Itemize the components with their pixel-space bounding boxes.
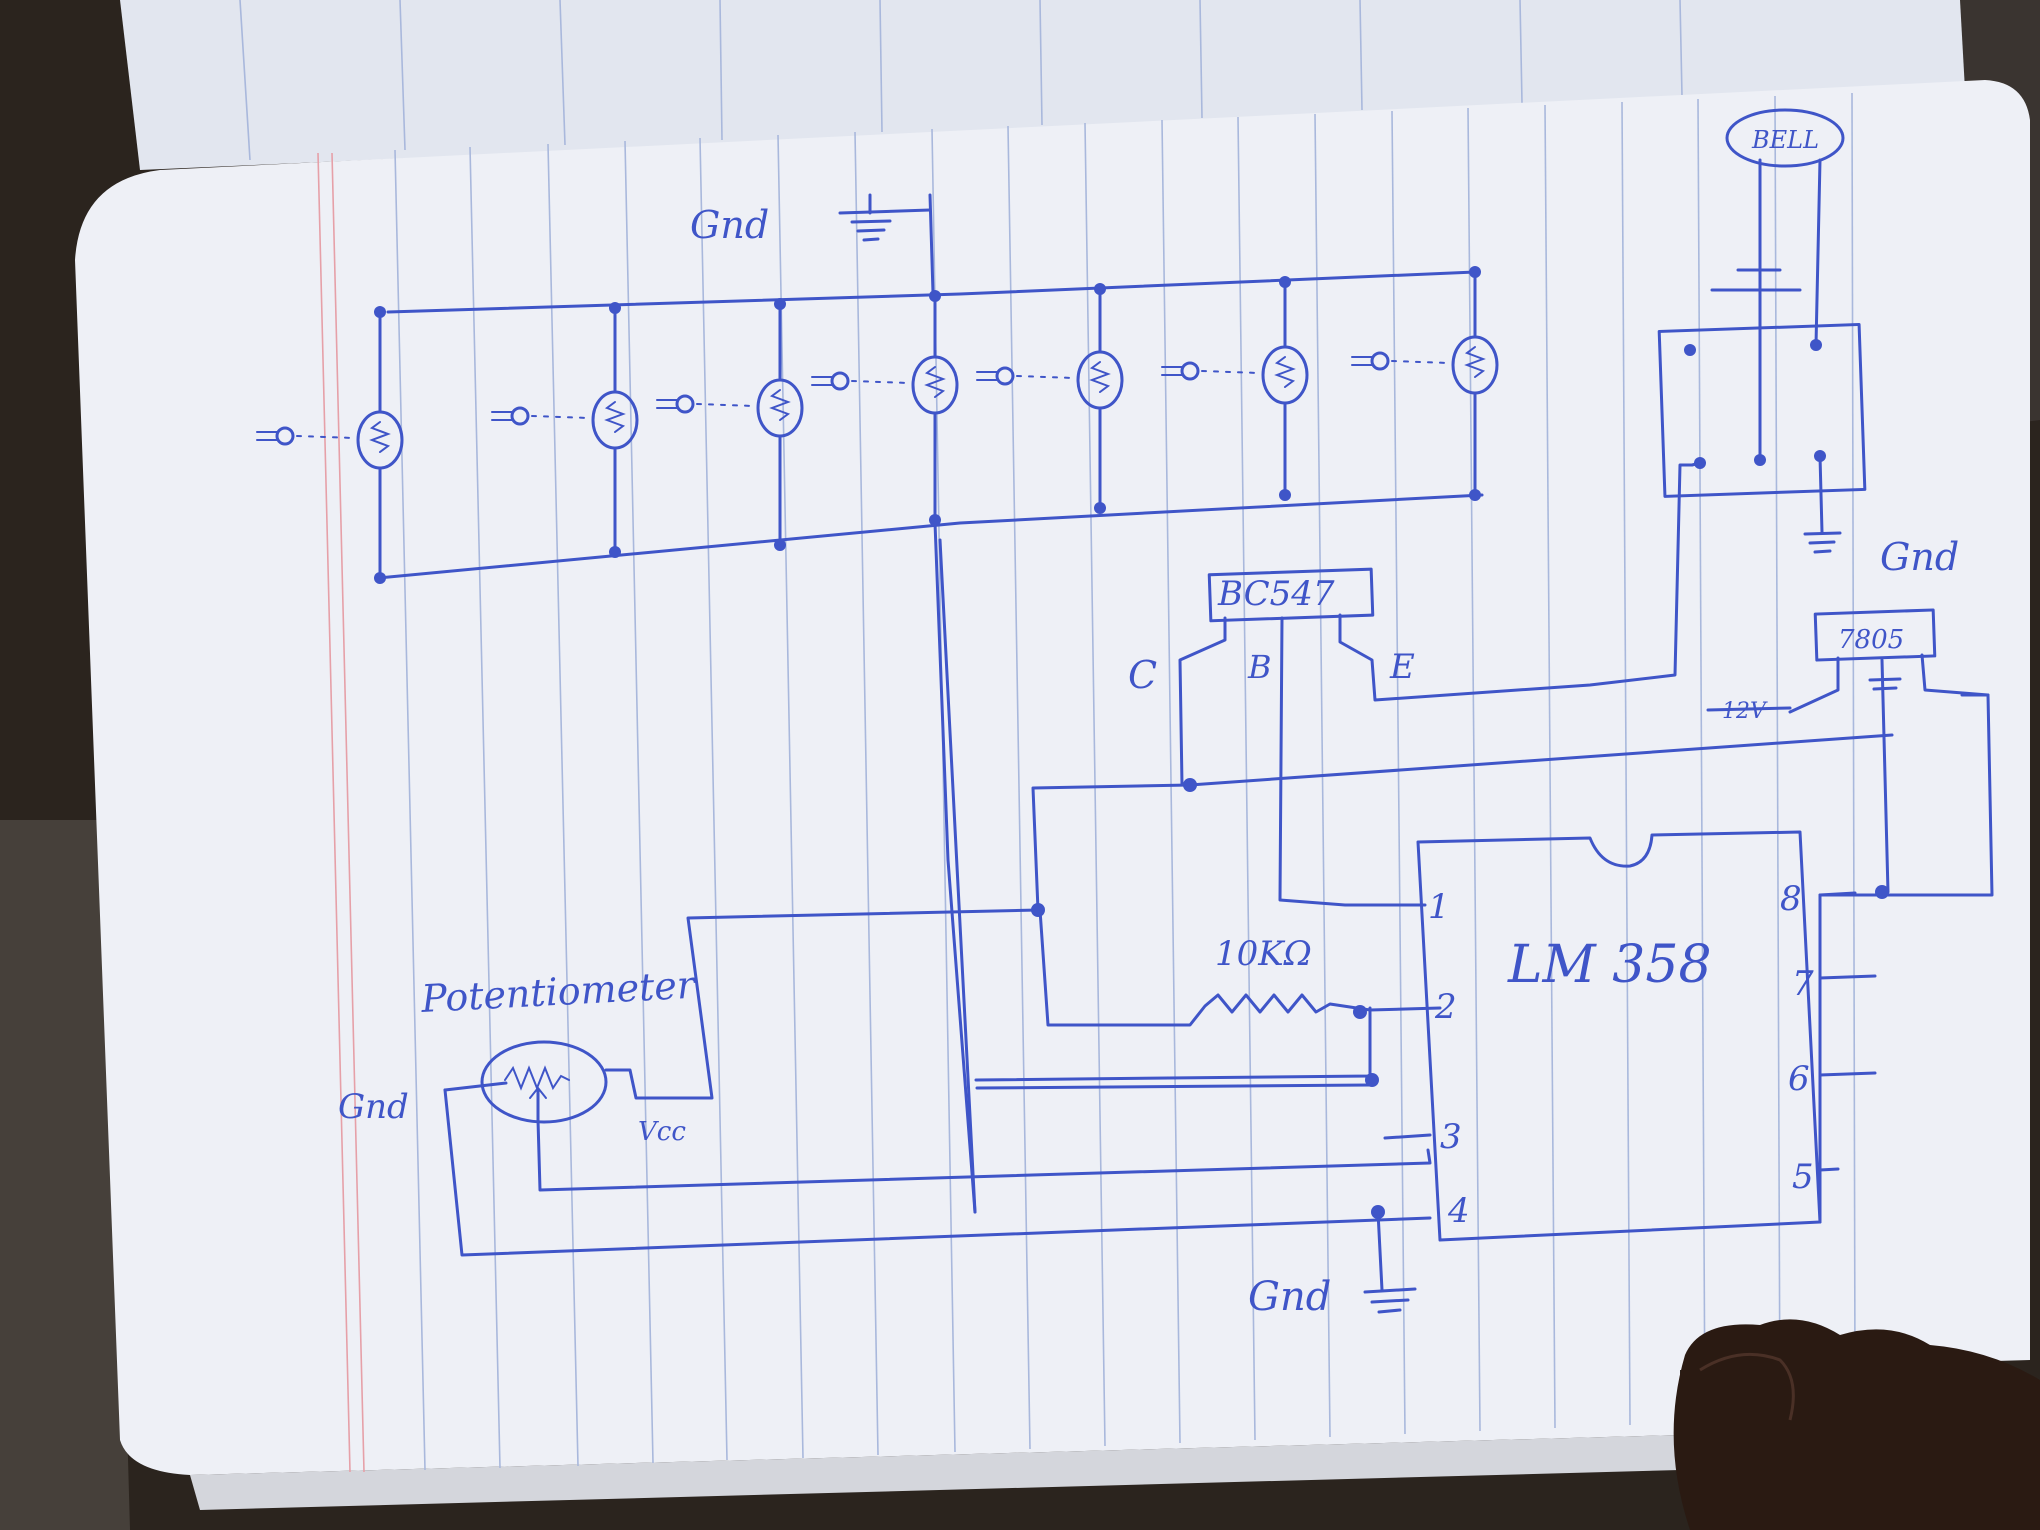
sensor-array xyxy=(376,193,1484,580)
light-beam xyxy=(696,403,755,407)
label-pin2: 2 xyxy=(1434,987,1457,1027)
junction-dot xyxy=(374,306,386,318)
junction-dot xyxy=(929,290,941,302)
label-collector: C xyxy=(1128,653,1157,697)
label-bell: BELL xyxy=(1751,126,1819,154)
ldr-zigzag xyxy=(1274,356,1296,388)
junction-dot xyxy=(1469,266,1481,278)
back-page xyxy=(120,0,1965,170)
light-source-icon xyxy=(830,371,850,391)
ldr-zigzag xyxy=(369,421,391,453)
page-edge xyxy=(190,1435,1680,1510)
junction-dot xyxy=(374,572,386,584)
transistor-bc547 xyxy=(1178,463,1694,907)
light-source-icon xyxy=(275,426,295,446)
label-supply: 12V xyxy=(1722,699,1768,724)
potentiometer-circuit xyxy=(443,908,1432,1257)
light-beam xyxy=(296,435,355,439)
label-pin4: 4 xyxy=(1447,1191,1470,1231)
junction-dot xyxy=(1279,489,1291,501)
label-gnd-bottom: Gnd xyxy=(1248,1274,1331,1320)
label-pin6: 6 xyxy=(1788,1059,1810,1099)
light-beam xyxy=(851,380,910,384)
label-base: B xyxy=(1247,648,1272,686)
junction-dot xyxy=(1094,502,1106,514)
light-beam xyxy=(1201,370,1260,374)
regulator-7805 xyxy=(1706,608,1990,899)
junction-dot xyxy=(609,546,621,558)
label-resistor: 10KΩ xyxy=(1215,934,1312,974)
junction-dot xyxy=(1094,283,1106,295)
labels: Gnd Gnd Gnd Gnd BC547 C B E 7805 12V BEL… xyxy=(338,126,1959,1320)
center-wiring xyxy=(933,521,1894,1314)
light-source-icon xyxy=(995,366,1015,386)
label-pin1: 1 xyxy=(1428,887,1450,927)
relay-and-bell xyxy=(1657,108,1867,554)
label-gnd-right: Gnd xyxy=(1880,535,1959,579)
label-gnd-top: Gnd xyxy=(690,203,769,247)
ldr-zigzag xyxy=(1464,346,1486,378)
ldr-zigzag xyxy=(769,389,791,421)
junction-dot xyxy=(1469,489,1481,501)
light-source-icon xyxy=(675,394,695,414)
ldr-icon xyxy=(1261,345,1309,405)
label-pin5: 5 xyxy=(1792,1157,1814,1197)
back-page-rules xyxy=(239,0,1683,161)
label-transistor: BC547 xyxy=(1217,574,1335,614)
label-pin8: 8 xyxy=(1780,879,1802,919)
ldr-icon xyxy=(1076,350,1124,410)
floor-corner xyxy=(0,820,130,1530)
label-emitter: E xyxy=(1389,647,1415,687)
page-rules xyxy=(317,92,1856,1473)
ldr-zigzag xyxy=(604,401,626,433)
bottom-rail xyxy=(376,493,1484,580)
label-regulator: 7805 xyxy=(1838,625,1904,655)
label-opamp: LM 358 xyxy=(1507,935,1712,995)
junction-dot xyxy=(609,302,621,314)
hand xyxy=(1673,1319,2040,1530)
ldr-icon xyxy=(591,390,639,450)
thumb-outline xyxy=(1699,1352,1795,1421)
label-pin7: 7 xyxy=(1792,964,1814,1004)
ldr-sensors xyxy=(256,266,1499,584)
label-vcc: Vcc xyxy=(638,1117,686,1147)
light-source-icon xyxy=(510,406,530,426)
bell-symbol xyxy=(1725,108,1845,168)
ldr-icon xyxy=(1451,335,1499,395)
label-pin3: 3 xyxy=(1440,1117,1462,1157)
ldr-icon xyxy=(356,410,404,470)
light-beam xyxy=(531,415,590,419)
notebook-page xyxy=(75,80,2030,1475)
light-beam xyxy=(1016,375,1075,379)
light-source-icon xyxy=(1180,361,1200,381)
junction-dot xyxy=(1279,276,1291,288)
ldr-zigzag xyxy=(924,366,946,398)
label-gnd-left: Gnd xyxy=(338,1087,409,1127)
junction-dot xyxy=(774,539,786,551)
light-source-icon xyxy=(1370,351,1390,371)
junction-dot xyxy=(929,514,941,526)
junction-dot xyxy=(774,298,786,310)
ldr-zigzag xyxy=(1089,361,1111,393)
ldr-icon xyxy=(911,355,959,415)
top-rail xyxy=(386,270,1477,314)
potentiometer-symbol xyxy=(480,1040,608,1124)
ldr-icon xyxy=(756,378,804,438)
light-beam xyxy=(1391,360,1450,364)
